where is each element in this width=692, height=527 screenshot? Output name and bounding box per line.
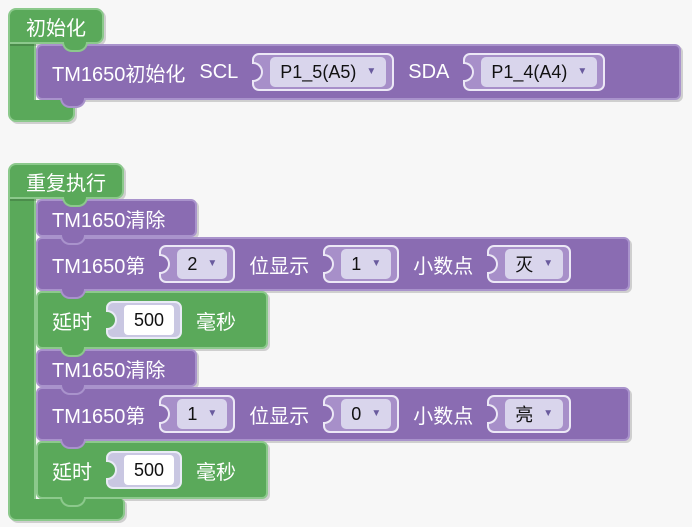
- decimal-point-label: 小数点: [413, 255, 474, 278]
- delay-label: 延时: [52, 461, 92, 484]
- display-show-label: 位显示: [249, 255, 310, 278]
- repeat-block-foot[interactable]: [8, 499, 125, 521]
- display-show-label: 位显示: [249, 405, 310, 428]
- init-hat-block[interactable]: 初始化 TM1650初始化 SCL P1_5(A5) ▼ SDA: [8, 8, 681, 122]
- decimal-point-slot: 灭 ▼: [487, 245, 572, 283]
- digit-value-dropdown-1[interactable]: 1 ▼: [341, 249, 392, 279]
- digit-position-dropdown-2[interactable]: 1 ▼: [177, 399, 228, 429]
- delay-unit-label: 毫秒: [196, 311, 237, 334]
- delay-block-2[interactable]: 延时 500 毫秒: [36, 441, 268, 507]
- decimal-point-label: 小数点: [413, 405, 474, 428]
- display-prefix-label: TM1650第: [52, 405, 146, 428]
- socket-notch-icon: [487, 254, 499, 274]
- repeat-block-spine[interactable]: [8, 197, 36, 499]
- socket-notch-icon: [106, 460, 117, 480]
- digit-value-dropdown-2[interactable]: 0 ▼: [341, 399, 392, 429]
- digit-value: 1: [351, 253, 362, 274]
- digit-position-dropdown-1[interactable]: 2 ▼: [177, 249, 228, 279]
- sda-pin-value: P1_4(A4): [491, 61, 568, 82]
- dropdown-arrow-icon: ▼: [543, 408, 554, 419]
- socket-notch-icon: [323, 254, 335, 274]
- delay-label: 延时: [52, 311, 92, 334]
- delay-duration-value: 500: [134, 459, 165, 480]
- dropdown-arrow-icon: ▼: [543, 258, 554, 269]
- dropdown-arrow-icon: ▼: [207, 258, 218, 269]
- delay-duration-field-2[interactable]: 500: [124, 455, 175, 485]
- decimal-point-dropdown-1[interactable]: 灭 ▼: [505, 249, 564, 279]
- dropdown-arrow-icon: ▼: [577, 66, 588, 77]
- tm1650-init-title: TM1650初始化: [52, 63, 186, 86]
- repeat-forever-block[interactable]: 重复执行 TM1650清除 TM1650第 2 ▼: [8, 163, 630, 521]
- delay-block-1[interactable]: 延时 500 毫秒: [36, 291, 268, 357]
- tm1650-clear-block-2[interactable]: TM1650清除: [36, 349, 197, 395]
- digit-position-slot: 1 ▼: [159, 395, 236, 433]
- tm1650-clear-label: TM1650清除: [52, 209, 166, 232]
- tm1650-clear-block-1[interactable]: TM1650清除: [36, 199, 197, 245]
- repeat-label-bar[interactable]: 重复执行: [8, 163, 124, 207]
- socket-notch-icon: [159, 254, 171, 274]
- sda-label: SDA: [408, 60, 450, 83]
- statement-connector-tab: [60, 98, 86, 108]
- decimal-point-slot: 亮 ▼: [487, 395, 572, 433]
- socket-notch-icon: [323, 404, 335, 424]
- tm1650-display-block-1[interactable]: TM1650第 2 ▼ 位显示 1 ▼: [36, 237, 630, 299]
- digit-value: 0: [351, 403, 362, 424]
- dropdown-arrow-icon: ▼: [207, 408, 218, 419]
- init-block-foot[interactable]: [8, 100, 75, 122]
- delay-duration-value: 500: [134, 309, 165, 330]
- decimal-point-dropdown-2[interactable]: 亮 ▼: [505, 399, 564, 429]
- digit-value-slot: 0 ▼: [323, 395, 400, 433]
- digit-position-value: 1: [187, 403, 198, 424]
- digit-position-value: 2: [187, 253, 198, 274]
- dropdown-arrow-icon: ▼: [366, 66, 377, 77]
- display-prefix-label: TM1650第: [52, 255, 146, 278]
- init-hat-label-bar[interactable]: 初始化: [8, 8, 104, 52]
- delay-duration-slot: 500: [106, 301, 183, 339]
- socket-notch-icon: [106, 310, 117, 330]
- socket-notch-icon: [159, 404, 171, 424]
- decimal-point-value: 亮: [515, 405, 534, 425]
- socket-notch-icon: [463, 62, 475, 82]
- socket-notch-icon: [252, 62, 264, 82]
- delay-duration-field-1[interactable]: 500: [124, 305, 175, 335]
- scl-pin-dropdown[interactable]: P1_5(A5) ▼: [270, 57, 387, 87]
- dropdown-arrow-icon: ▼: [371, 408, 382, 419]
- scl-label: SCL: [199, 60, 239, 83]
- repeat-label: 重复执行: [26, 172, 106, 195]
- decimal-point-value: 灭: [515, 255, 534, 275]
- delay-unit-label: 毫秒: [196, 461, 237, 484]
- scl-pin-value: P1_5(A5): [280, 61, 357, 82]
- tm1650-display-block-2[interactable]: TM1650第 1 ▼ 位显示 0 ▼: [36, 387, 630, 449]
- socket-notch-icon: [487, 404, 499, 424]
- digit-value-slot: 1 ▼: [323, 245, 400, 283]
- sda-pin-dropdown[interactable]: P1_4(A4) ▼: [481, 57, 598, 87]
- init-hat-label: 初始化: [26, 17, 86, 40]
- tm1650-clear-label: TM1650清除: [52, 359, 166, 382]
- tm1650-init-block[interactable]: TM1650初始化 SCL P1_5(A5) ▼ SDA P1_4(A4): [36, 44, 681, 108]
- sda-value-slot: P1_4(A4) ▼: [463, 53, 606, 91]
- scl-value-slot: P1_5(A5) ▼: [252, 53, 395, 91]
- digit-position-slot: 2 ▼: [159, 245, 236, 283]
- delay-duration-slot: 500: [106, 451, 183, 489]
- dropdown-arrow-icon: ▼: [371, 258, 382, 269]
- init-block-spine[interactable]: [8, 42, 36, 100]
